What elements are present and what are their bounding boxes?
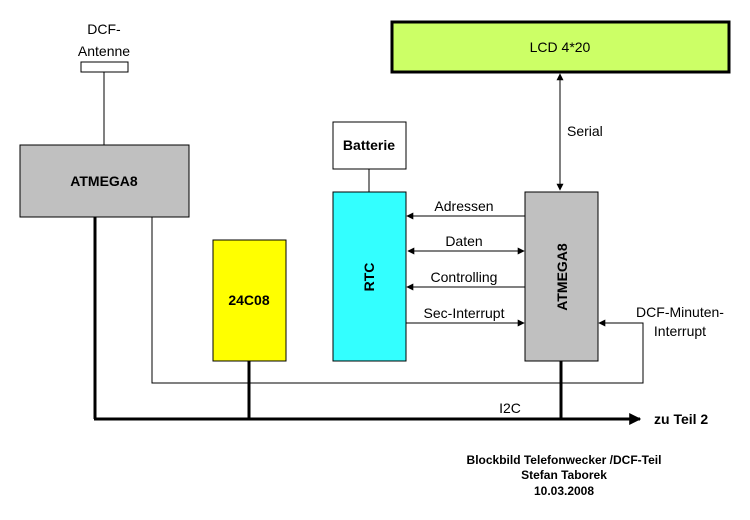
atmega8-right-label: ATMEGA8 <box>554 243 570 311</box>
dcf-minuten-label-1: DCF-Minuten- <box>636 304 724 320</box>
daten-label: Daten <box>445 233 482 249</box>
rtc-label: RTC <box>361 263 377 292</box>
eeprom-label: 24C08 <box>228 292 269 308</box>
lcd-block <box>390 20 731 74</box>
caption-date: 10.03.2008 <box>534 484 594 498</box>
zu-teil-2-label: zu Teil 2 <box>654 411 708 427</box>
battery-block <box>332 121 407 170</box>
sec-interrupt-label: Sec-Interrupt <box>424 305 505 321</box>
dcf-antenna-label-2: Antenne <box>78 43 130 59</box>
battery-label: Batterie <box>343 137 395 153</box>
caption-author: Stefan Taborek <box>521 468 607 482</box>
controlling-label: Controlling <box>431 269 498 285</box>
atmega8-left-label: ATMEGA8 <box>70 173 138 189</box>
adressen-label: Adressen <box>434 198 493 214</box>
i2c-label: I2C <box>499 400 521 416</box>
lcd-label: LCD 4*20 <box>530 39 591 55</box>
rtc-block <box>332 191 407 362</box>
dcf-antenna-label-1: DCF- <box>87 21 121 37</box>
caption-title: Blockbild Telefonwecker /DCF-Teil <box>467 453 662 467</box>
atmega8-left-block <box>19 144 190 218</box>
dcf-minuten-label-2: Interrupt <box>654 323 706 339</box>
dcf-minuten-interrupt-line <box>151 217 644 384</box>
serial-label: Serial <box>567 123 603 139</box>
dcf-antenna <box>80 61 129 73</box>
